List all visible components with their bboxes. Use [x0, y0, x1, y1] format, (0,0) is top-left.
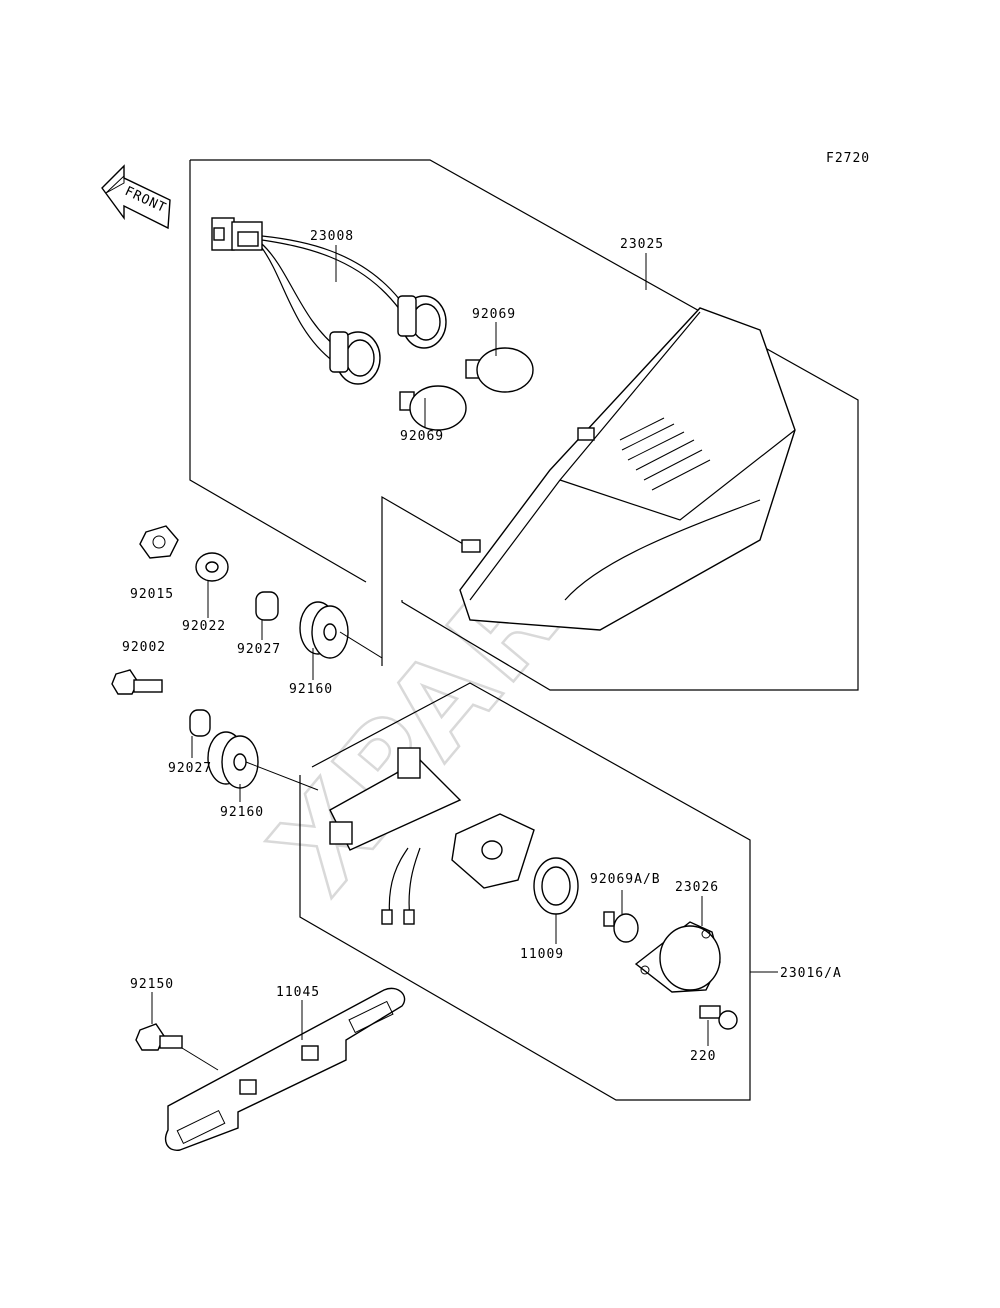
screw-220 — [699, 1005, 738, 1030]
washer-92022 — [195, 552, 229, 582]
label-92160-a: 92160 — [289, 682, 333, 697]
seal-11009 — [533, 857, 579, 915]
assembly-boundary-23016a — [299, 682, 751, 1101]
collar-92027-b — [189, 709, 211, 737]
assembly-boundary-23025 — [190, 159, 859, 691]
label-92069ab: 92069A/B — [590, 872, 661, 887]
diagram-code: F2720 — [826, 151, 870, 166]
label-11009: 11009 — [520, 947, 564, 962]
collar-92027-a — [255, 591, 279, 621]
front-arrow-icon: FRONT — [101, 164, 171, 230]
plate-11045 — [164, 987, 406, 1151]
grommet-92160-b — [207, 731, 259, 789]
license-light-bracket — [329, 747, 535, 925]
label-92069-mid: 92069 — [400, 429, 444, 444]
bolt-92150 — [135, 1023, 183, 1051]
nut-92015 — [139, 525, 179, 559]
bulb-92069ab — [603, 911, 639, 943]
label-23025: 23025 — [620, 237, 664, 252]
leader-lines — [151, 245, 778, 1071]
bulb-92069-mid — [399, 385, 467, 431]
label-92027-b: 92027 — [168, 761, 212, 776]
label-23016a: 23016/A — [780, 966, 842, 981]
label-92022: 92022 — [182, 619, 226, 634]
wiring-harness-23008 — [211, 217, 447, 385]
label-92002: 92002 — [122, 640, 166, 655]
lens-23026 — [634, 921, 721, 993]
label-92015: 92015 — [130, 587, 174, 602]
grommet-92160-a — [299, 601, 349, 659]
label-92027-a: 92027 — [237, 642, 281, 657]
bolt-92002 — [111, 669, 163, 695]
label-92150: 92150 — [130, 977, 174, 992]
label-92160-b: 92160 — [220, 805, 264, 820]
bulb-92069-top — [465, 347, 534, 393]
label-23008: 23008 — [310, 229, 354, 244]
assembly-boundary-23025-notch — [381, 495, 471, 666]
tail-light-housing — [459, 307, 796, 631]
lens-grille — [619, 417, 711, 491]
label-92069-top: 92069 — [472, 307, 516, 322]
label-23026: 23026 — [675, 880, 719, 895]
label-11045: 11045 — [276, 985, 320, 1000]
label-220: 220 — [690, 1049, 716, 1064]
assembly-boundary-23025-left — [189, 160, 367, 583]
